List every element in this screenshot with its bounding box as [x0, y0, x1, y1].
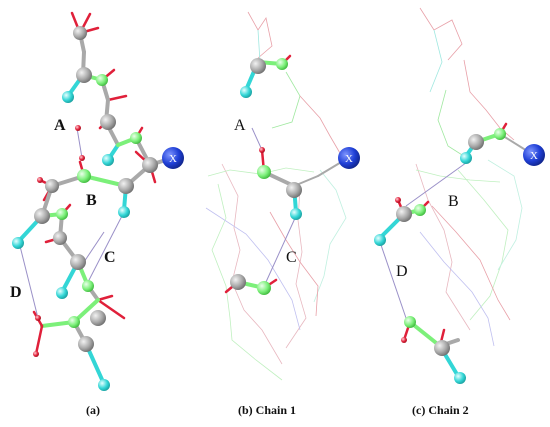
- label-D: D: [396, 263, 408, 280]
- label-D: D: [10, 284, 22, 301]
- panel-a-hbonds: [19, 127, 125, 319]
- caption-a: (a): [86, 403, 100, 417]
- panel-c-marker: X: [523, 144, 545, 166]
- panel-a-marker: X: [162, 147, 184, 169]
- label-B: B: [86, 192, 97, 209]
- marker-label: X: [530, 150, 538, 162]
- panel-b-hbonds: [251, 127, 297, 283]
- panel-a: X A B C D (a): [10, 11, 184, 417]
- caption-c: (c) Chain 2: [412, 403, 469, 417]
- panel-b-wireframe: [205, 11, 347, 381]
- panel-b-atoms: [230, 58, 302, 295]
- label-A: A: [234, 117, 246, 134]
- label-B: B: [448, 193, 459, 210]
- marker-label: X: [345, 153, 353, 165]
- label-A: A: [54, 117, 66, 134]
- panel-c-hbonds: [379, 159, 471, 319]
- panel-a-atoms: [12, 26, 158, 391]
- marker-label: X: [169, 153, 177, 165]
- panel-c-wireframe: [415, 7, 523, 347]
- panel-b: X A C (b) Chain 1: [205, 11, 360, 417]
- caption-b: (b) Chain 1: [238, 403, 296, 417]
- panel-b-marker: X: [338, 147, 360, 169]
- panel-c: X B D (c) Chain 2: [374, 7, 545, 417]
- label-C: C: [104, 249, 116, 266]
- panel-c-atoms: [374, 128, 506, 384]
- label-C: C: [286, 249, 297, 266]
